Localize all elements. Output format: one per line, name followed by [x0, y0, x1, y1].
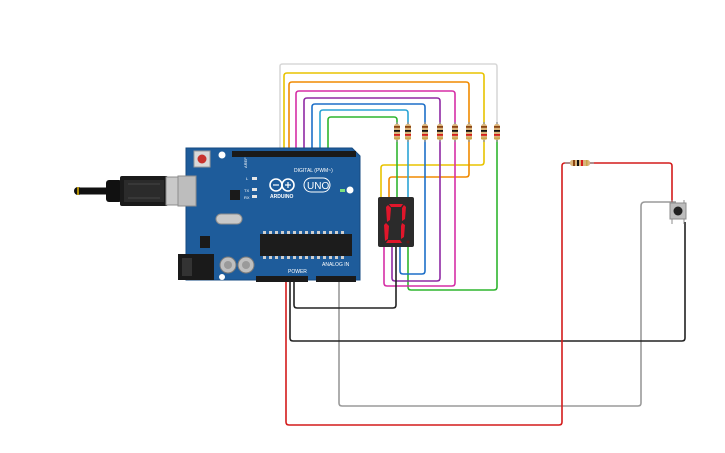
wire-red[interactable]	[285, 162, 570, 426]
arduino-board[interactable]: DIGITAL (PWM~) POWER ANALOG IN AREF TX R…	[177, 147, 361, 282]
wire-magenta-down[interactable]	[383, 140, 456, 287]
wires	[279, 63, 686, 426]
wire-yellow[interactable]	[283, 72, 485, 153]
resistor-row	[394, 122, 500, 142]
wire-green-down[interactable]	[407, 140, 498, 291]
resistor[interactable]	[437, 122, 443, 142]
on-label: ON	[347, 188, 353, 193]
segment-b	[402, 205, 406, 221]
wire-cyan[interactable]	[319, 109, 409, 153]
wire-blue[interactable]	[311, 103, 426, 153]
mount-hole	[346, 186, 354, 194]
brand-text: ARDUINO	[270, 194, 293, 200]
wire-gray[interactable]	[338, 187, 676, 407]
segment-e	[384, 223, 389, 241]
wire-red-2[interactable]	[590, 162, 673, 202]
usb-jack	[177, 175, 197, 207]
wire-green-top[interactable]	[327, 116, 398, 153]
resistor[interactable]	[494, 122, 500, 142]
led-on	[340, 189, 345, 192]
wire-white[interactable]	[279, 63, 498, 153]
wire-blue-down[interactable]	[399, 140, 426, 275]
resistor-button[interactable]	[565, 160, 594, 166]
rx-label: RX	[244, 195, 250, 200]
atmega-chip	[260, 234, 352, 256]
digital-header[interactable]	[232, 151, 356, 157]
resistor[interactable]	[422, 122, 428, 142]
resistor[interactable]	[452, 122, 458, 142]
chip-small	[230, 190, 240, 200]
led-tx	[252, 188, 257, 191]
seven-segment-display[interactable]	[378, 197, 414, 247]
resistor[interactable]	[466, 122, 472, 142]
segment-c	[401, 223, 405, 239]
wire-orange-down[interactable]	[388, 140, 470, 198]
led-l	[252, 177, 257, 180]
analog-header[interactable]	[316, 276, 356, 282]
power-header-label: POWER	[288, 269, 307, 275]
segments	[384, 204, 406, 243]
power-header[interactable]	[256, 276, 308, 282]
wire-black-2[interactable]	[289, 222, 686, 342]
mount-hole	[218, 151, 226, 159]
analog-header-label: ANALOG IN	[322, 262, 350, 268]
l-label: L	[246, 176, 249, 181]
mount-hole	[219, 274, 225, 280]
led-rx	[252, 195, 257, 198]
segment-a	[389, 204, 403, 207]
model-badge	[303, 177, 331, 193]
aref-label: AREF	[243, 157, 248, 168]
digital-header-label: DIGITAL (PWM~)	[294, 168, 333, 174]
model-text: UNO	[307, 181, 329, 192]
resistor[interactable]	[405, 122, 411, 142]
resistor[interactable]	[481, 122, 487, 142]
segment-d	[386, 240, 402, 243]
wire-yellow-down[interactable]	[380, 140, 485, 198]
crystal	[215, 213, 243, 225]
segment-f	[386, 205, 391, 222]
wire-orange[interactable]	[288, 81, 470, 153]
arduino-logo	[269, 178, 295, 192]
wire-black-1[interactable]	[293, 246, 397, 309]
pushbutton[interactable]	[669, 200, 687, 224]
wire-purple[interactable]	[303, 97, 441, 153]
wire-purple-down[interactable]	[391, 140, 441, 282]
decimal-point	[406, 240, 410, 244]
regulator	[200, 236, 210, 248]
tx-label: TX	[244, 188, 249, 193]
resistor[interactable]	[394, 122, 400, 142]
wire-magenta[interactable]	[295, 90, 456, 153]
